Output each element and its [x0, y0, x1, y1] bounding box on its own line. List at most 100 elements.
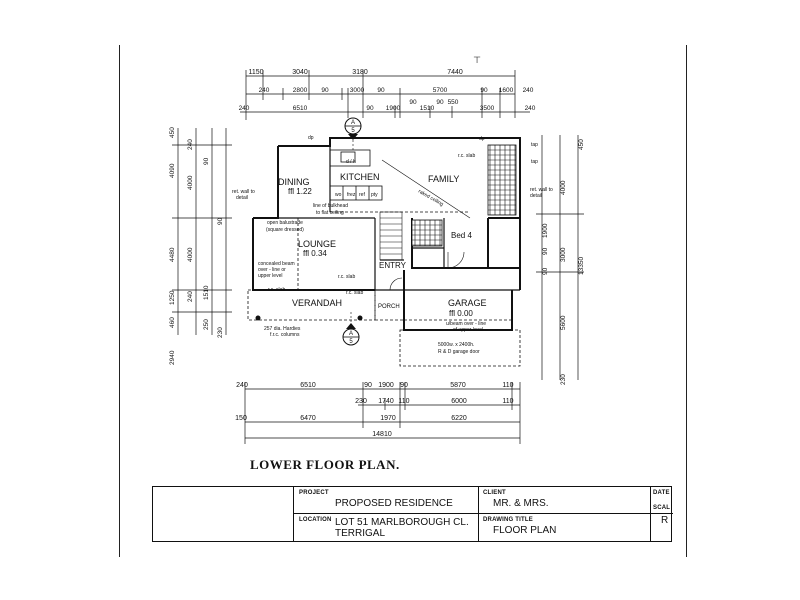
- svg-text:concealed beam: concealed beam: [258, 261, 295, 267]
- room-kitchen: KITCHEN: [340, 172, 380, 182]
- kitchen-benches: [329, 149, 471, 219]
- svg-text:upper level: upper level: [258, 273, 282, 279]
- svg-text:frez: frez: [347, 192, 356, 198]
- svg-text:4090: 4090: [169, 163, 176, 178]
- room-lounge: LOUNGE: [298, 239, 336, 249]
- dim-top-r2-7: 90: [480, 87, 488, 94]
- verandah-columns: [255, 315, 363, 321]
- svg-text:450: 450: [578, 139, 585, 150]
- dim-top-r2-6: 5700: [433, 87, 448, 94]
- location-value-2: TERRIGAL: [335, 528, 386, 539]
- room-garage: GARAGE: [448, 298, 487, 308]
- lounge-level: ffl 0.34: [303, 249, 327, 258]
- section-marker-top: A 5: [344, 117, 362, 140]
- svg-text:r.c. slab: r.c. slab: [346, 290, 363, 296]
- svg-text:13350: 13350: [578, 257, 585, 275]
- svg-text:of upper level: of upper level: [453, 327, 483, 333]
- dim-top-r2-5: 90: [377, 87, 385, 94]
- sheet-right-border: [686, 45, 687, 557]
- client-label: CLIENT: [483, 490, 506, 496]
- dim-top-r3-8: 550: [448, 99, 459, 106]
- svg-text:6510: 6510: [300, 382, 316, 389]
- dim-top-r3-10: 240: [525, 105, 536, 112]
- svg-text:90: 90: [217, 217, 224, 225]
- scale-label: SCAL: [653, 505, 671, 511]
- svg-text:5: 5: [349, 339, 353, 345]
- drawing-title-value: FLOOR PLAN: [493, 525, 557, 536]
- section-marker-bottom: A 5: [342, 323, 360, 346]
- dashed-outlines: [247, 211, 521, 367]
- svg-text:150: 150: [235, 415, 247, 422]
- dim-top-3180: 3180: [352, 69, 368, 76]
- svg-text:5000w. x 2400h.: 5000w. x 2400h.: [438, 342, 474, 348]
- svg-text:tap: tap: [531, 142, 538, 148]
- svg-text:1510: 1510: [203, 285, 210, 300]
- room-bed4: Bed 4: [451, 231, 472, 240]
- svg-text:1970: 1970: [380, 415, 396, 422]
- svg-text:2940: 2940: [169, 350, 176, 365]
- dim-top-r3-4: 1900: [386, 105, 401, 112]
- dim-top-3040: 3040: [292, 69, 308, 76]
- svg-text:4480: 4480: [169, 247, 176, 262]
- top-dimensions: [240, 70, 530, 120]
- svg-text:90: 90: [542, 247, 549, 255]
- svg-text:A: A: [349, 331, 353, 337]
- svg-text:to flat ceiling: to flat ceiling: [316, 210, 344, 216]
- svg-text:f.r.c. columns: f.r.c. columns: [270, 332, 300, 338]
- svg-text:detail: detail: [236, 195, 248, 201]
- svg-text:90: 90: [542, 267, 549, 275]
- room-entry: ENTRY: [379, 261, 407, 270]
- bottom-dim-labels: 240 6510 90 1900 90 5870 110 230 1740 11…: [235, 382, 514, 438]
- dim-top-1150: 1150: [248, 69, 263, 76]
- svg-text:90: 90: [203, 157, 210, 165]
- svg-text:230: 230: [217, 327, 224, 338]
- plan-heading: LOWER FLOOR PLAN.: [250, 457, 400, 472]
- svg-text:r.c. slab: r.c. slab: [268, 287, 285, 293]
- date-label: DATE: [653, 490, 670, 496]
- svg-text:4000: 4000: [187, 175, 194, 190]
- svg-text:line of bulkhead: line of bulkhead: [313, 203, 348, 209]
- svg-text:450: 450: [169, 127, 176, 138]
- right-dimensions: [536, 135, 584, 380]
- svg-text:6000: 6000: [451, 398, 467, 405]
- svg-text:6220: 6220: [451, 415, 467, 422]
- svg-text:u/beam over - line: u/beam over - line: [446, 321, 486, 327]
- svg-text:90: 90: [364, 382, 372, 389]
- dim-top-r3-2: 6510: [293, 105, 308, 112]
- svg-text:110: 110: [502, 398, 513, 405]
- svg-text:257 dia. Hardies: 257 dia. Hardies: [264, 326, 301, 332]
- svg-text:6470: 6470: [300, 415, 316, 422]
- dim-top-r3-1: 240: [239, 105, 250, 112]
- svg-text:dp: dp: [308, 135, 314, 141]
- svg-text:230: 230: [560, 374, 567, 385]
- svg-text:250: 250: [203, 319, 210, 330]
- svg-text:4000: 4000: [560, 180, 567, 195]
- svg-text:240: 240: [187, 139, 194, 150]
- laundry-tiles: [487, 144, 517, 216]
- dim-top-r3-6: 1510: [420, 105, 435, 112]
- svg-text:⊤: ⊤: [473, 55, 481, 65]
- svg-text:1740: 1740: [378, 398, 394, 405]
- drawing-title-label: DRAWING TITLE: [483, 517, 533, 523]
- garage-level: ffl 0.00: [449, 309, 473, 318]
- dining-level: ffl 1.22: [288, 187, 312, 196]
- door-swings: [389, 251, 465, 291]
- svg-text:5: 5: [351, 128, 355, 134]
- sheet-left-border: [119, 45, 120, 557]
- dim-top-r2-4: 3000: [350, 87, 365, 94]
- svg-text:230: 230: [355, 398, 367, 405]
- title-block: PROJECT PROPOSED RESIDENCE CLIENT MR. & …: [152, 486, 673, 542]
- client-value: MR. & MRS.: [493, 498, 549, 509]
- svg-text:pty: pty: [371, 192, 378, 198]
- svg-text:over - line or: over - line or: [258, 267, 286, 273]
- room-family: FAMILY: [428, 174, 459, 184]
- dim-top-r2-1: 240: [259, 87, 270, 94]
- bottom-dimensions: [244, 382, 521, 444]
- dim-top-r2-8: 1600: [499, 87, 514, 94]
- project-value: PROPOSED RESIDENCE: [335, 498, 453, 509]
- svg-text:5870: 5870: [450, 382, 466, 389]
- svg-text:1250: 1250: [169, 290, 176, 305]
- room-porch: PORCH: [378, 304, 400, 310]
- svg-text:(square dressed): (square dressed): [266, 227, 304, 233]
